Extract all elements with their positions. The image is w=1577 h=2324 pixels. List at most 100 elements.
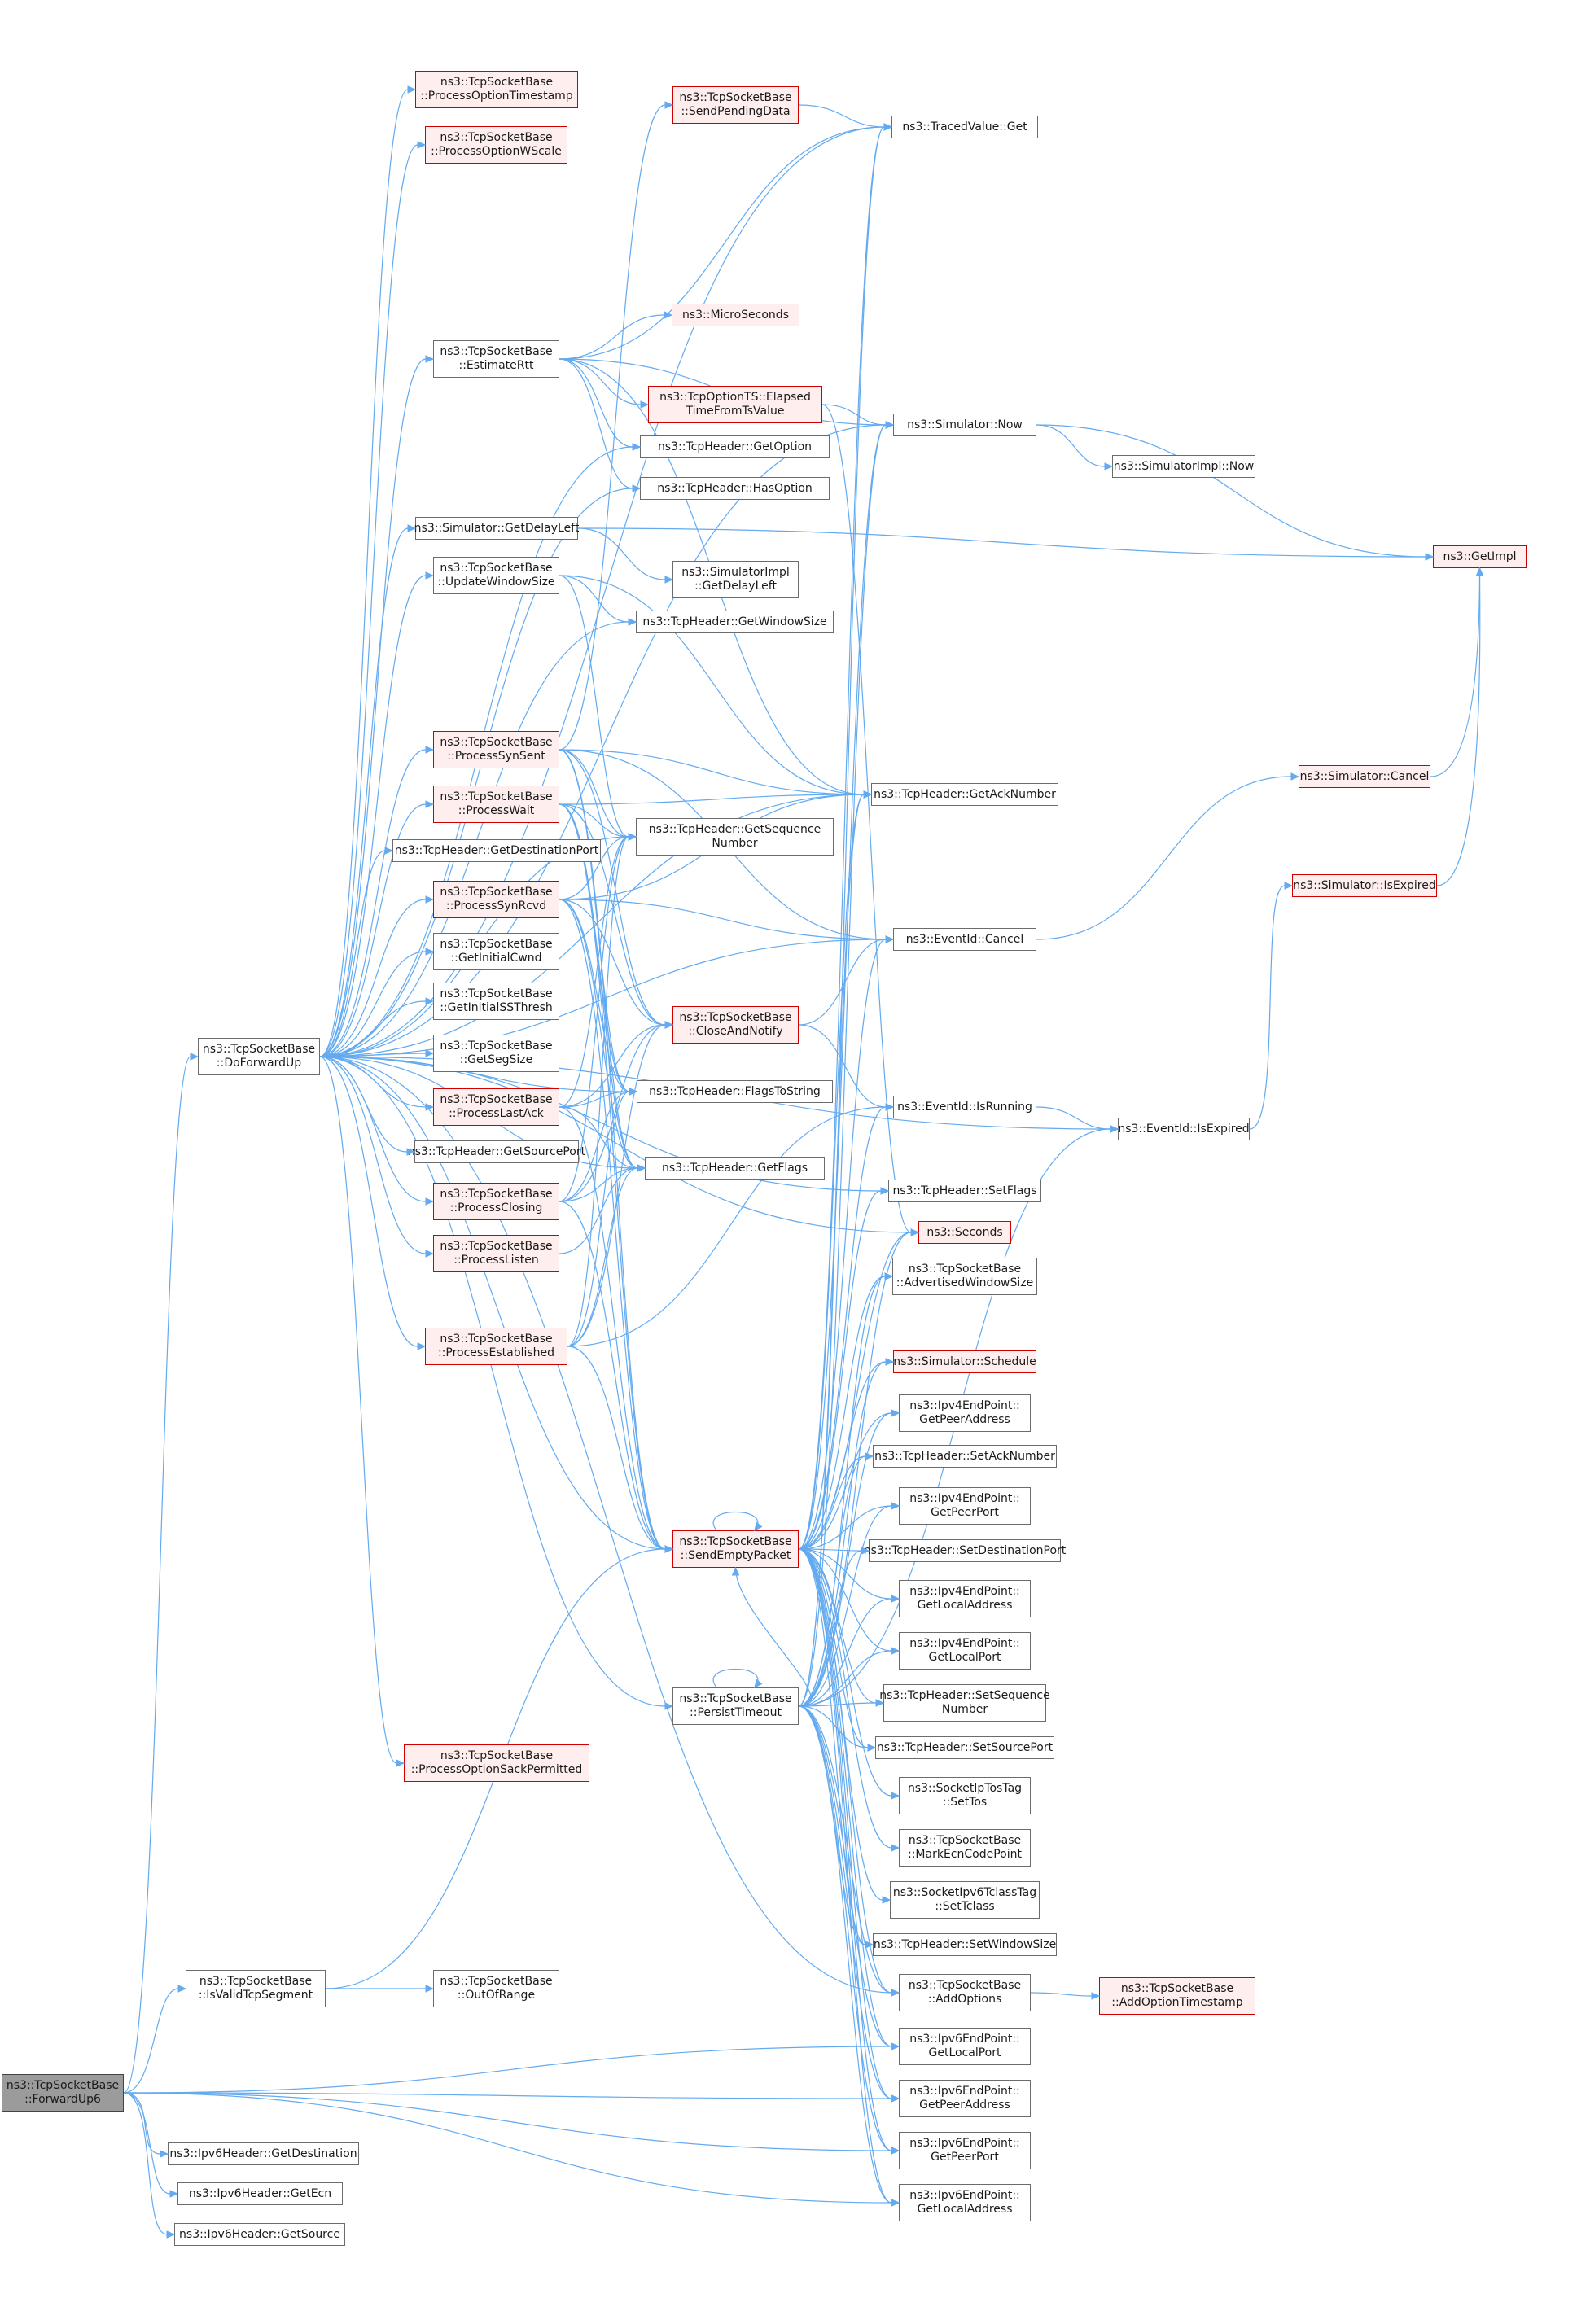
- node-sim-get-delay-left[interactable]: ns3::Simulator::GetDelayLeft: [414, 517, 579, 540]
- node-ipv4-get-local-address[interactable]: ns3::Ipv4EndPoint::GetLocalAddress: [899, 1580, 1031, 1617]
- node-label: ns3::TcpSocketBase: [1120, 1982, 1234, 1995]
- node-advertised-window-size[interactable]: ns3::TcpSocketBase::AdvertisedWindowSize: [892, 1258, 1037, 1295]
- node-tcp-hdr-get-destination-port[interactable]: ns3::TcpHeader::GetDestinationPort: [392, 839, 601, 862]
- node-persist-timeout[interactable]: ns3::TcpSocketBase::PersistTimeout: [672, 1687, 799, 1725]
- node-label: GetLocalAddress: [917, 2203, 1013, 2216]
- node-sim-impl-now[interactable]: ns3::SimulatorImpl::Now: [1112, 455, 1255, 478]
- node-close-and-notify[interactable]: ns3::TcpSocketBase::CloseAndNotify: [672, 1006, 799, 1044]
- node-tcp-hdr-has-option[interactable]: ns3::TcpHeader::HasOption: [640, 477, 830, 500]
- node-label: ns3::TcpSocketBase: [908, 1979, 1022, 1992]
- node-label: ns3::Ipv6Header::GetEcn: [188, 2186, 332, 2200]
- node-micro-seconds[interactable]: ns3::MicroSeconds: [672, 304, 799, 326]
- node-ipv6-get-local-address[interactable]: ns3::Ipv6EndPoint::GetLocalAddress: [899, 2184, 1031, 2221]
- node-ipv6-get-local-port[interactable]: ns3::Ipv6EndPoint::GetLocalPort: [899, 2028, 1031, 2065]
- node-ipv6-get-peer-address[interactable]: ns3::Ipv6EndPoint::GetPeerAddress: [899, 2080, 1031, 2117]
- node-label: ns3::TcpHeader::GetFlags: [661, 1161, 808, 1175]
- node-process-syn-sent[interactable]: ns3::TcpSocketBase::ProcessSynSent: [433, 731, 559, 768]
- node-process-closing[interactable]: ns3::TcpSocketBase::ProcessClosing: [433, 1183, 559, 1220]
- node-process-syn-rcvd[interactable]: ns3::TcpSocketBase::ProcessSynRcvd: [433, 881, 559, 918]
- edge: [798, 1705, 892, 2047]
- edge: [123, 2092, 171, 2195]
- node-process-established[interactable]: ns3::TcpSocketBase::ProcessEstablished: [425, 1328, 567, 1365]
- edge: [798, 1412, 892, 1707]
- node-tcp-hdr-set-window-size[interactable]: ns3::TcpHeader::SetWindowSize: [873, 1933, 1057, 1956]
- node-get-seg-size[interactable]: ns3::TcpSocketBase::GetSegSize: [433, 1035, 559, 1072]
- node-ipv4-get-local-port[interactable]: ns3::Ipv4EndPoint::GetLocalPort: [899, 1632, 1031, 1670]
- node-process-option-wscale[interactable]: ns3::TcpSocketBase::ProcessOptionWScale: [425, 126, 567, 164]
- node-label: ns3::TcpHeader::SetAckNumber: [874, 1449, 1055, 1463]
- edge: [319, 1056, 418, 1347]
- edge: [319, 1056, 666, 1707]
- node-tcp-hdr-set-ack-number[interactable]: ns3::TcpHeader::SetAckNumber: [873, 1445, 1057, 1468]
- node-label: ns3::TcpSocketBase: [679, 1535, 792, 1548]
- node-ipv4-get-peer-port[interactable]: ns3::Ipv4EndPoint::GetPeerPort: [899, 1487, 1031, 1525]
- node-label: Number: [712, 837, 758, 850]
- node-process-wait[interactable]: ns3::TcpSocketBase::ProcessWait: [433, 786, 559, 823]
- node-tcp-hdr-get-option[interactable]: ns3::TcpHeader::GetOption: [640, 435, 830, 458]
- node-add-options[interactable]: ns3::TcpSocketBase::AddOptions: [899, 1974, 1031, 2011]
- node-tcp-hdr-flags-to-string[interactable]: ns3::TcpHeader::FlagsToString: [637, 1080, 833, 1103]
- node-ipv6-get-peer-port[interactable]: ns3::Ipv6EndPoint::GetPeerPort: [899, 2132, 1031, 2169]
- node-label: ns3::TcpHeader::GetSequence: [648, 823, 821, 836]
- node-socket-ip-tos-tag-set-tos[interactable]: ns3::SocketIpTosTag::SetTos: [899, 1777, 1031, 1814]
- node-tcp-hdr-get-flags[interactable]: ns3::TcpHeader::GetFlags: [645, 1157, 825, 1180]
- node-traced-value-get[interactable]: ns3::TracedValue::Get: [891, 116, 1038, 138]
- node-sim-impl-get-delay-left[interactable]: ns3::SimulatorImpl::GetDelayLeft: [672, 561, 799, 598]
- node-seconds[interactable]: ns3::Seconds: [918, 1221, 1011, 1244]
- edge: [559, 899, 638, 1169]
- node-sim-schedule[interactable]: ns3::Simulator::Schedule: [893, 1350, 1036, 1373]
- node-do-forward-up[interactable]: ns3::TcpSocketBase::DoForwardUp: [198, 1038, 320, 1075]
- node-sim-is-expired[interactable]: ns3::Simulator::IsExpired: [1292, 874, 1437, 897]
- edge: [319, 1056, 427, 1202]
- node-out-of-range[interactable]: ns3::TcpSocketBase::OutOfRange: [433, 1970, 559, 2007]
- node-label: ns3::TcpHeader::GetDestinationPort: [394, 843, 599, 857]
- node-mark-ecn-code-point[interactable]: ns3::TcpSocketBase::MarkEcnCodePoint: [899, 1829, 1031, 1867]
- node-add-option-timestamp[interactable]: ns3::TcpSocketBase::AddOptionTimestamp: [1099, 1977, 1255, 2015]
- node-tcp-hdr-set-destination-port[interactable]: ns3::TcpHeader::SetDestinationPort: [864, 1539, 1066, 1562]
- node-process-option-timestamp[interactable]: ns3::TcpSocketBase::ProcessOptionTimesta…: [415, 71, 578, 108]
- node-label: GetLocalPort: [928, 2046, 1001, 2059]
- node-event-id-is-running[interactable]: ns3::EventId::IsRunning: [893, 1096, 1036, 1118]
- node-tcp-hdr-set-source-port[interactable]: ns3::TcpHeader::SetSourcePort: [875, 1736, 1054, 1759]
- node-label: ns3::TcpHeader::GetSourcePort: [407, 1144, 586, 1158]
- node-ipv6-hdr-get-ecn[interactable]: ns3::Ipv6Header::GetEcn: [177, 2182, 343, 2205]
- node-process-listen[interactable]: ns3::TcpSocketBase::ProcessListen: [433, 1235, 559, 1272]
- node-label: ns3::TracedValue::Get: [902, 120, 1027, 133]
- edge: [123, 2046, 892, 2094]
- edge: [798, 1598, 892, 1707]
- node-label: ns3::Simulator::IsExpired: [1293, 878, 1436, 892]
- node-event-id-is-expired[interactable]: ns3::EventId::IsExpired: [1118, 1118, 1250, 1140]
- node-process-option-sack-permitted[interactable]: ns3::TcpSocketBase::ProcessOptionSackPer…: [404, 1744, 589, 1782]
- node-tcp-hdr-get-window-size[interactable]: ns3::TcpHeader::GetWindowSize: [636, 611, 834, 633]
- node-update-window-size[interactable]: ns3::TcpSocketBase::UpdateWindowSize: [433, 557, 559, 594]
- edge: [1036, 424, 1426, 558]
- node-send-empty-packet[interactable]: ns3::TcpSocketBase::SendEmptyPacket: [672, 1530, 799, 1568]
- node-socket-ipv6-tclass-tag-set-tclass[interactable]: ns3::SocketIpv6TclassTag::SetTclass: [890, 1881, 1040, 1919]
- node-sim-cancel[interactable]: ns3::Simulator::Cancel: [1299, 765, 1430, 788]
- node-ipv6-hdr-get-source[interactable]: ns3::Ipv6Header::GetSource: [174, 2223, 345, 2246]
- node-tcp-hdr-set-flags[interactable]: ns3::TcpHeader::SetFlags: [888, 1180, 1041, 1202]
- node-get-initial-cwnd[interactable]: ns3::TcpSocketBase::GetInitialCwnd: [433, 933, 559, 970]
- node-label: ::GetInitialSSThresh: [440, 1001, 553, 1014]
- node-send-pending-data[interactable]: ns3::TcpSocketBase::SendPendingData: [672, 86, 799, 124]
- node-event-id-cancel[interactable]: ns3::EventId::Cancel: [893, 928, 1036, 951]
- node-ipv6-hdr-get-destination[interactable]: ns3::Ipv6Header::GetDestination: [168, 2142, 359, 2165]
- node-ipv4-get-peer-address[interactable]: ns3::Ipv4EndPoint::GetPeerAddress: [899, 1394, 1031, 1432]
- node-is-valid-tcp-segment[interactable]: ns3::TcpSocketBase::IsValidTcpSegment: [186, 1970, 326, 2007]
- edge: [559, 749, 865, 795]
- node-label: GetLocalAddress: [917, 1599, 1013, 1612]
- node-forward-up6[interactable]: ns3::TcpSocketBase::ForwardUp6: [2, 2074, 124, 2112]
- node-get-initial-ssthresh[interactable]: ns3::TcpSocketBase::GetInitialSSThresh: [433, 983, 559, 1020]
- node-tcp-hdr-get-source-port[interactable]: ns3::TcpHeader::GetSourcePort: [408, 1140, 585, 1163]
- node-label: ::SetTos: [942, 1796, 988, 1809]
- node-process-last-ack[interactable]: ns3::TcpSocketBase::ProcessLastAck: [433, 1088, 559, 1126]
- node-estimate-rtt[interactable]: ns3::TcpSocketBase::EstimateRtt: [433, 340, 559, 378]
- edge: [319, 899, 427, 1057]
- node-get-impl[interactable]: ns3::GetImpl: [1433, 545, 1527, 568]
- node-label: ::ProcessOptionSackPermitted: [410, 1763, 583, 1776]
- node-tcp-hdr-get-ack-number[interactable]: ns3::TcpHeader::GetAckNumber: [871, 783, 1058, 806]
- node-sim-now[interactable]: ns3::Simulator::Now: [893, 414, 1036, 436]
